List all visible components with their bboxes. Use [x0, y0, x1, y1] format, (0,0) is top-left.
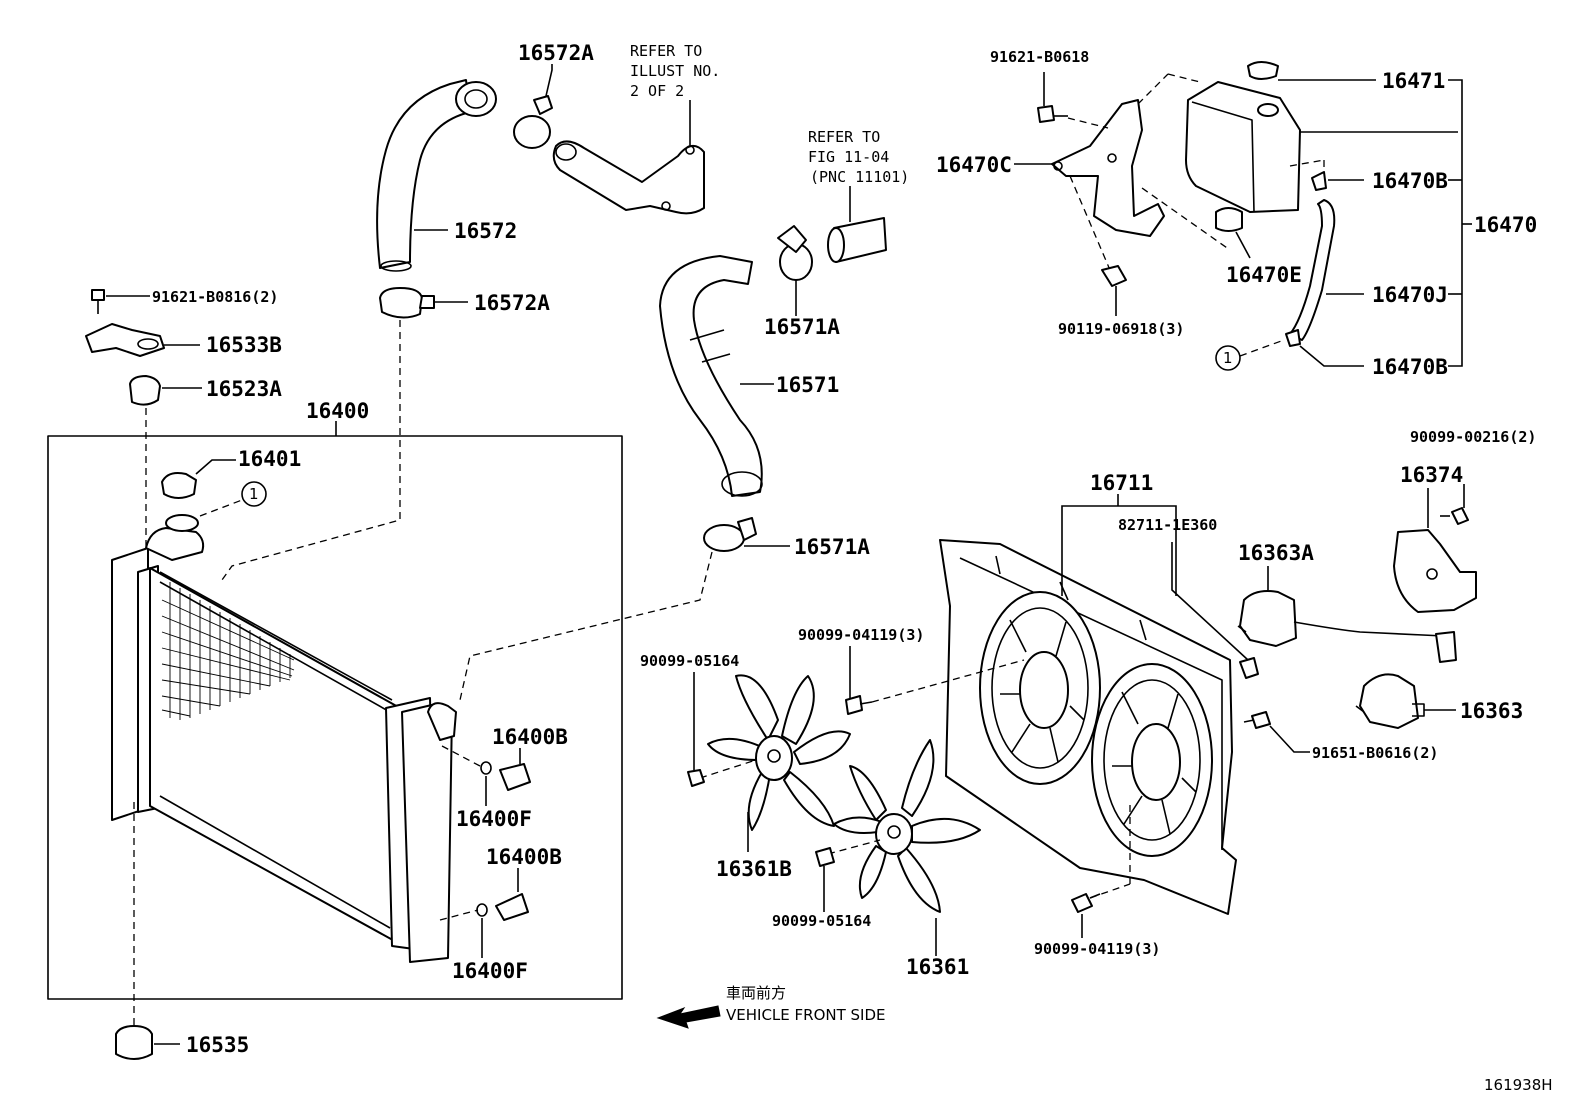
hose-clamp-16572A-mid: [221, 287, 468, 581]
refer-note-fig: REFER TO FIG 11-04 (PNC 11101): [808, 128, 909, 186]
label-16470B-lower: 16470B: [1372, 355, 1448, 379]
reservoir-cap-16471: [1247, 61, 1376, 81]
shroud-grommet: [1239, 657, 1259, 679]
fan-shroud-16711: [939, 494, 1249, 915]
bracket-16470-group: [1448, 79, 1472, 367]
circle-marker-1-radiator: [199, 481, 267, 517]
clip-16470B-lower: [1239, 329, 1364, 367]
label-91621-B0816: 91621-B0816(2): [152, 288, 278, 306]
bracket-16533B: [85, 323, 200, 357]
refer-note-illust: REFER TO ILLUST NO. 2 OF 2: [630, 42, 720, 100]
label-16363: 16363: [1460, 699, 1523, 723]
label-90119-06918: 90119-06918(3): [1058, 320, 1184, 338]
label-82711-1E360: 82711-1E360: [1118, 516, 1217, 534]
label-16400: 16400: [306, 399, 369, 423]
bolt-91651-B0616: [1243, 711, 1310, 753]
label-91621-B0618: 91621-B0618: [990, 48, 1089, 66]
label-16361: 16361: [906, 955, 969, 979]
refer-note-line-1: REFER TO: [630, 42, 702, 60]
nut-90099-05164-bottom: [815, 847, 835, 912]
vehicle-front-label-en: VEHICLE FRONT SIDE: [726, 1006, 886, 1024]
refer-fig-line-3: (PNC 11101): [810, 168, 909, 186]
bolt-90119-06918: [1101, 265, 1127, 316]
hose-clamp-16572A-top: [513, 64, 553, 149]
bolt-91621-B0618: [1037, 72, 1109, 129]
label-16470E: 16470E: [1226, 263, 1302, 287]
vehicle-front-label-jp: 車両前方: [726, 984, 786, 1002]
water-outlet-pipe: [552, 100, 705, 215]
refer-note-line-2: ILLUST NO.: [630, 62, 720, 80]
label-16400F-lower: 16400F: [452, 959, 528, 983]
label-16470: 16470: [1474, 213, 1537, 237]
radiator-assembly-box: [47, 421, 623, 1000]
diagram-id: 161938H: [1484, 1076, 1553, 1094]
lower-cushion-16535: [115, 802, 180, 1060]
label-16470J: 16470J: [1372, 283, 1448, 307]
label-16572A-mid: 16572A: [474, 291, 550, 315]
label-16470B-upper: 16470B: [1372, 169, 1448, 193]
label-16711: 16711: [1090, 471, 1153, 495]
label-90099-04119-bottom: 90099-04119(3): [1034, 940, 1160, 958]
label-16523A: 16523A: [206, 377, 282, 401]
label-16533B: 16533B: [206, 333, 282, 357]
reservoir-cap-16470E: [1215, 207, 1251, 259]
label-16571A-upper: 16571A: [764, 315, 840, 339]
label-16374: 16374: [1400, 463, 1463, 487]
upper-cushion-16523A: [129, 375, 202, 550]
fan-16361B: [699, 674, 851, 852]
radiator-cap-16401: [161, 459, 236, 499]
label-16571: 16571: [776, 373, 839, 397]
label-16571A-lower: 16571A: [794, 535, 870, 559]
vehicle-front-arrow-icon: [656, 1005, 721, 1029]
label-16400F-upper: 16400F: [456, 807, 532, 831]
label-16572A-top: 16572A: [518, 41, 594, 65]
label-16471: 16471: [1382, 69, 1445, 93]
label-16400B-upper: 16400B: [492, 725, 568, 749]
label-16363A: 16363A: [1238, 541, 1314, 565]
label-16361B: 16361B: [716, 857, 792, 881]
label-90099-04119-top: 90099-04119(3): [798, 626, 924, 644]
bolt-91621-B0816: [91, 289, 150, 314]
label-16400B-lower: 16400B: [486, 845, 562, 869]
bolt-90099-04119-bottom: [1071, 800, 1131, 938]
circle-marker-1-radiator-text: 1: [249, 485, 259, 503]
bolt-90099-04119-top: [845, 646, 1025, 715]
reservoir-tank: [1137, 73, 1458, 251]
radiator-core: [111, 514, 457, 963]
refer-note-line-3: 2 OF 2: [630, 82, 684, 100]
engine-pipe: [827, 186, 887, 263]
motor-cover-16374: [1393, 484, 1477, 613]
label-91651-B0616: 91651-B0616(2): [1312, 744, 1438, 762]
reservoir-bracket: [1014, 99, 1165, 271]
clip-16470B-upper: [1289, 159, 1364, 191]
label-90099-05164-bottom: 90099-05164: [772, 912, 871, 930]
fan-16361: [827, 739, 981, 956]
refer-fig-line-2: FIG 11-04: [808, 148, 889, 166]
label-16470C: 16470C: [936, 153, 1012, 177]
fan-motor-16363A: [1237, 566, 1457, 663]
hose-clamp-16571A-lower: [459, 517, 790, 701]
label-90099-00216: 90099-00216(2): [1410, 428, 1536, 446]
nut-90099-05164-left: [687, 672, 705, 787]
label-16572: 16572: [454, 219, 517, 243]
drain-plug-16400B-lower: [439, 868, 529, 958]
refer-fig-line-1: REFER TO: [808, 128, 880, 146]
hose-clamp-16571A-upper: [777, 225, 813, 316]
lower-hose-16571: [659, 255, 774, 497]
drain-plug-16400B-upper: [441, 745, 531, 806]
circle-marker-1-reservoir: [1215, 345, 1241, 371]
label-90099-05164-top: 90099-05164: [640, 652, 739, 670]
fan-motor-16363: [1355, 673, 1456, 729]
label-16401: 16401: [238, 447, 301, 471]
label-16535: 16535: [186, 1033, 249, 1057]
circle-marker-1-reservoir-text: 1: [1223, 349, 1233, 367]
upper-hose-16572: [376, 79, 497, 272]
